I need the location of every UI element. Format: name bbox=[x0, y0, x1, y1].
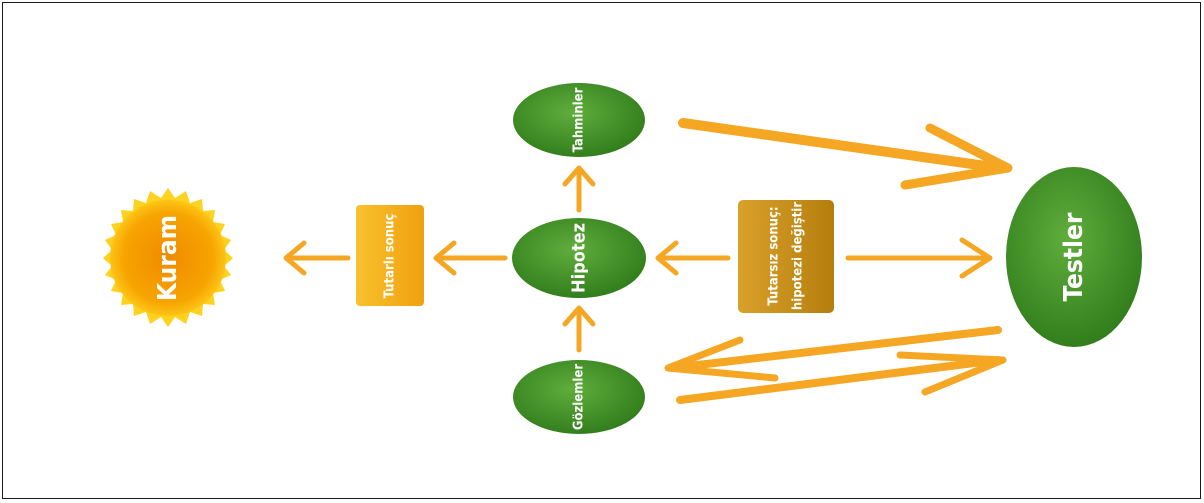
arrow-tutarsiz-to-testler bbox=[845, 237, 993, 279]
tutarsiz-sonuc-box: Tutarsız sonuç: hipotezi değiştir bbox=[738, 200, 834, 313]
tutarsiz-sonuc-label-line2: hipotezi değiştir bbox=[791, 202, 806, 310]
arrow-hipotez-to-tahminler bbox=[562, 165, 596, 213]
testler-label: Testler bbox=[1059, 212, 1089, 301]
arrow-tahminler-to-testler bbox=[678, 118, 1013, 190]
kuram-sun: Kuram bbox=[103, 188, 233, 327]
arrow-tutarsiz-to-hipotez bbox=[655, 240, 731, 276]
tahminler-node: Tahminler bbox=[513, 83, 645, 157]
sun-core bbox=[110, 200, 226, 316]
arrow-gozlemler-to-hipotez bbox=[562, 305, 596, 353]
arrows bbox=[283, 118, 1013, 404]
hipotez-node: Hipotez bbox=[512, 218, 646, 298]
tahminler-label: Tahminler bbox=[572, 87, 587, 152]
gozlemler-node: Gözlemler bbox=[513, 360, 645, 434]
kuram-label: Kuram bbox=[153, 215, 183, 301]
gozlemler-label: Gözlemler bbox=[572, 364, 587, 431]
arrow-gozlemler-to-testler bbox=[676, 351, 1007, 404]
arrow-hipotez-to-tutarli bbox=[433, 240, 508, 276]
arrow-testler-to-gozlemler bbox=[664, 326, 1002, 382]
tutarli-sonuc-label: Tutarlı sonuç bbox=[383, 214, 398, 299]
hipotez-label: Hipotez bbox=[569, 223, 590, 293]
tutarli-sonuc-box: Tutarlı sonuç bbox=[356, 205, 424, 306]
testler-node: Testler bbox=[1006, 167, 1142, 347]
tutarsiz-sonuc-label-line1: Tutarsız sonuç: bbox=[767, 206, 782, 305]
arrow-tutarli-to-kuram bbox=[283, 240, 351, 276]
